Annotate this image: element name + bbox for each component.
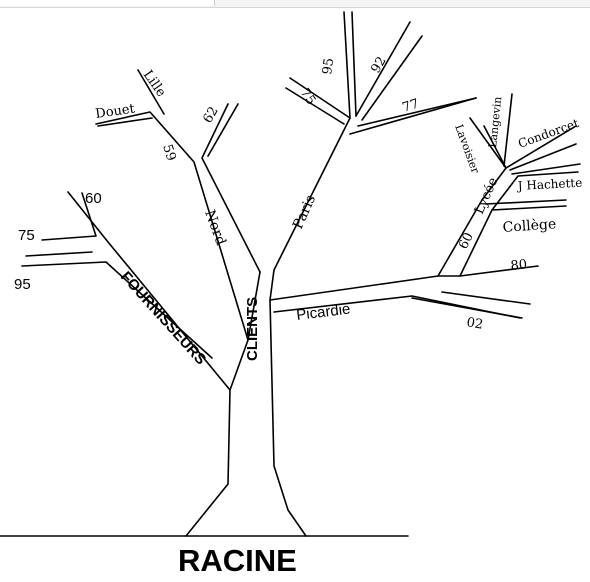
paris-twig-95-right	[351, 11, 357, 117]
fournisseurs-branch-lower	[21, 261, 213, 359]
nord-branch-left	[95, 111, 249, 341]
fournisseurs-twig-60-label: 60	[85, 190, 102, 207]
picardie-twig-02-upper	[441, 291, 531, 305]
fournisseurs-twig-75	[41, 192, 97, 241]
nord-twig-douet	[97, 117, 153, 127]
picardie-branch-upper	[269, 167, 507, 301]
fournisseurs-label: FOURNISSEURS	[117, 268, 209, 368]
fournisseurs-twig-75-label: 75	[18, 227, 35, 244]
fournisseurs-branch-upper	[67, 191, 231, 391]
lycee-twig-condorcet	[505, 125, 577, 169]
paris-twig-77-upper	[349, 97, 477, 135]
lycee-twig-hachette-label: J Hachette	[515, 176, 582, 193]
lycee-twig-condorcet-2	[509, 143, 577, 171]
nord-twig-62	[207, 103, 239, 157]
nord-branch-right	[201, 103, 261, 273]
paris-twig-75-upper	[289, 77, 351, 119]
college-label: Collège	[502, 216, 557, 236]
nord-sub-label: 59	[159, 143, 178, 163]
paris-twig-92-right	[361, 35, 423, 121]
picardie-twig-02-label: 02	[465, 315, 484, 333]
paris-twig-95-left	[343, 11, 351, 119]
picardie-twig-02-lower	[411, 297, 523, 319]
paris-twig-75-label: 75	[297, 86, 319, 108]
lycee-twig-langevin-label: Langevin	[486, 96, 504, 148]
lycee-twig-langevin	[503, 93, 513, 167]
trunk-label: CLIENTS	[244, 297, 261, 361]
nord-twig-62-label: 62	[200, 104, 221, 126]
college-twig	[485, 199, 567, 205]
nord-twig-lille	[137, 69, 165, 115]
trunk-right-edge	[269, 117, 351, 537]
paris-twig-77-label: 77	[401, 96, 421, 115]
root-label: RACINE	[178, 543, 297, 578]
paris-twig-75-lower	[285, 87, 345, 125]
paris-twig-77-lower	[357, 97, 477, 127]
fournisseurs-twig-95	[25, 251, 93, 257]
paris-label: Paris	[290, 193, 319, 232]
picardie-label: Picardie	[295, 300, 351, 323]
paris-twig-95-label: 95	[320, 57, 337, 75]
fournisseurs-twig-95-label: 95	[14, 276, 31, 293]
paris-twig-92-label: 92	[368, 54, 389, 76]
lycee-twig-lavoisier-label: Lavoisier	[452, 123, 482, 176]
lycee-twig-lavoisier-2	[483, 125, 507, 169]
picardie-twig-80-label: 80	[510, 257, 528, 274]
nord-twig-lille-label: Lille	[140, 68, 169, 100]
browser-top-strip	[0, 0, 590, 8]
paris-twig-92-left	[355, 21, 411, 117]
nord-twig-douet-label: Douet	[94, 101, 136, 121]
lycee-twig-hachette-2	[511, 163, 581, 175]
browser-tab[interactable]	[0, 0, 215, 6]
lycee-twig-lavoisier	[469, 117, 507, 169]
nord-label: Nord	[201, 208, 228, 248]
lycee-twig-hachette	[491, 171, 579, 211]
picardie-sub-label: 60	[456, 230, 477, 251]
